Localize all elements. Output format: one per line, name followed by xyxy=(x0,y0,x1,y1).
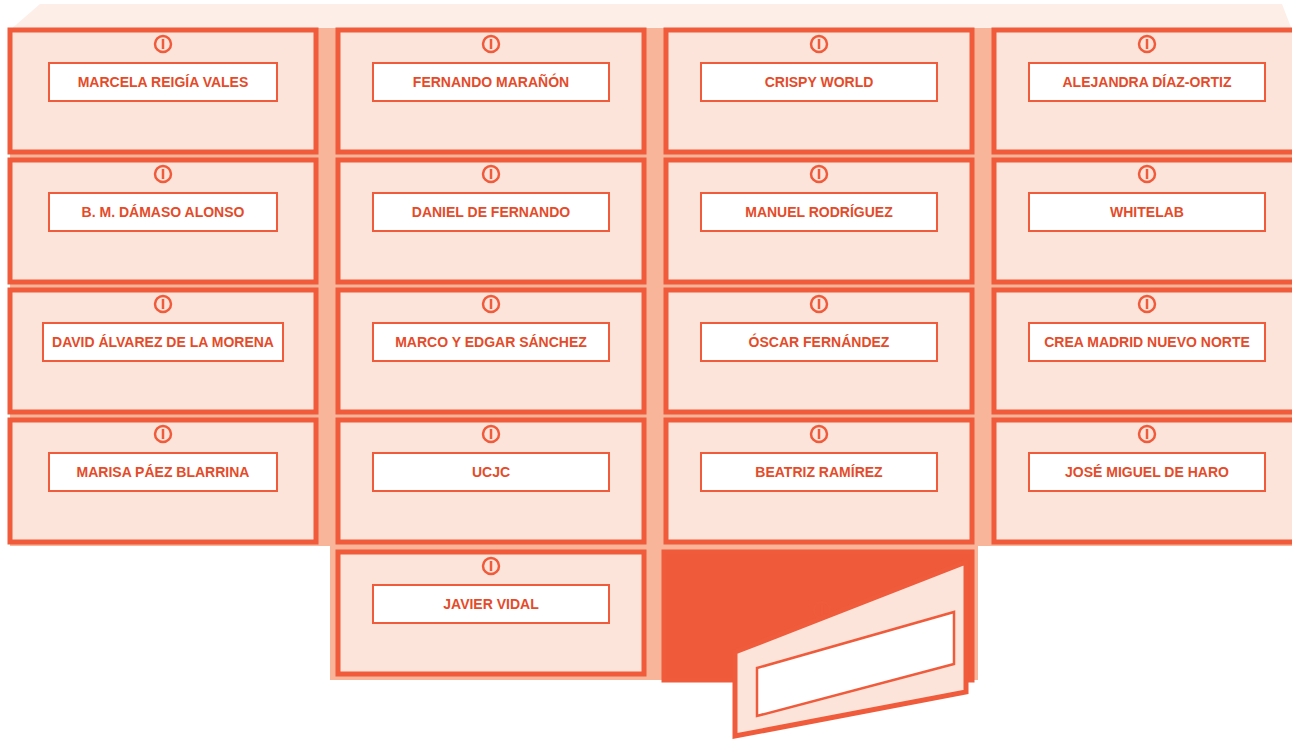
label-text: MANUEL RODRÍGUEZ xyxy=(745,204,893,220)
drawer-handle xyxy=(811,36,827,52)
drawer-handle xyxy=(1139,426,1155,442)
drawer xyxy=(994,290,1292,412)
drawer-handle xyxy=(811,426,827,442)
drawer xyxy=(338,160,644,282)
drawer xyxy=(338,420,644,542)
label-text: WHITELAB xyxy=(1110,204,1184,220)
drawer xyxy=(10,160,316,282)
name-label: UCJC xyxy=(372,452,610,492)
drawer xyxy=(666,290,972,412)
name-label: B. M. DÁMASO ALONSO xyxy=(48,192,278,232)
label-text: MARISA PÁEZ BLARRINA xyxy=(77,464,250,480)
drawer-handle xyxy=(1139,166,1155,182)
name-label: ÓSCAR FERNÁNDEZ xyxy=(700,322,938,362)
label-text: BEATRIZ RAMÍREZ xyxy=(755,464,882,480)
drawer-handle xyxy=(483,166,499,182)
name-label: JAVIER VIDAL xyxy=(372,584,610,624)
drawer xyxy=(338,290,644,412)
name-label: DANIEL DE FERNANDO xyxy=(372,192,610,232)
drawer xyxy=(666,420,972,542)
name-label: JOSÉ MIGUEL DE HARO xyxy=(1028,452,1266,492)
label-text: ÓSCAR FERNÁNDEZ xyxy=(749,334,890,350)
label-text: CREA MADRID NUEVO NORTE xyxy=(1044,334,1250,350)
drawer xyxy=(666,30,972,152)
name-label: BEATRIZ RAMÍREZ xyxy=(700,452,938,492)
name-label: MARCO Y EDGAR SÁNCHEZ xyxy=(372,322,610,362)
label-text: MARCO Y EDGAR SÁNCHEZ xyxy=(395,334,587,350)
label-text: DAVID ÁLVAREZ DE LA MORENA xyxy=(52,334,274,350)
empty-label xyxy=(757,612,954,716)
label-text: UCJC xyxy=(472,464,510,480)
label-text: DANIEL DE FERNANDO xyxy=(412,204,570,220)
label-text: JOSÉ MIGUEL DE HARO xyxy=(1065,464,1229,480)
drawer xyxy=(994,420,1292,542)
label-text: FERNANDO MARAÑÓN xyxy=(413,74,569,90)
name-label: ALEJANDRA DÍAZ-ORTIZ xyxy=(1028,62,1266,102)
drawer-handle xyxy=(811,166,827,182)
drawer-handle xyxy=(155,296,171,312)
drawer-handle xyxy=(155,166,171,182)
drawer xyxy=(994,30,1292,152)
name-label: DAVID ÁLVAREZ DE LA MORENA xyxy=(42,322,284,362)
label-text: ALEJANDRA DÍAZ-ORTIZ xyxy=(1062,74,1231,90)
label-text: B. M. DÁMASO ALONSO xyxy=(82,204,245,220)
name-label: MARCELA REIGÍA VALES xyxy=(48,62,278,102)
drawer xyxy=(666,160,972,282)
drawer-handle xyxy=(814,602,830,618)
drawer xyxy=(338,552,644,674)
drawer-handle xyxy=(1139,296,1155,312)
name-label: MARISA PÁEZ BLARRINA xyxy=(48,452,278,492)
name-label: MANUEL RODRÍGUEZ xyxy=(700,192,938,232)
drawer-handle xyxy=(483,426,499,442)
open-drawer-front xyxy=(735,562,966,736)
drawer xyxy=(10,420,316,542)
drawer-handle xyxy=(483,558,499,574)
label-text: CRISPY WORLD xyxy=(765,74,874,90)
drawer-handle xyxy=(1139,36,1155,52)
drawer xyxy=(10,290,316,412)
drawer-handle xyxy=(155,426,171,442)
drawer xyxy=(994,160,1292,282)
cabinet-top xyxy=(10,4,1292,30)
name-label: CRISPY WORLD xyxy=(700,62,938,102)
label-text: MARCELA REIGÍA VALES xyxy=(78,74,249,90)
drawer-handle xyxy=(483,296,499,312)
drawer-handle xyxy=(811,296,827,312)
drawer xyxy=(338,30,644,152)
label-text: JAVIER VIDAL xyxy=(443,596,538,612)
drawer xyxy=(10,30,316,152)
name-label: WHITELAB xyxy=(1028,192,1266,232)
drawer-handle xyxy=(155,36,171,52)
drawer-handle xyxy=(483,36,499,52)
name-label: CREA MADRID NUEVO NORTE xyxy=(1028,322,1266,362)
name-label: FERNANDO MARAÑÓN xyxy=(372,62,610,102)
